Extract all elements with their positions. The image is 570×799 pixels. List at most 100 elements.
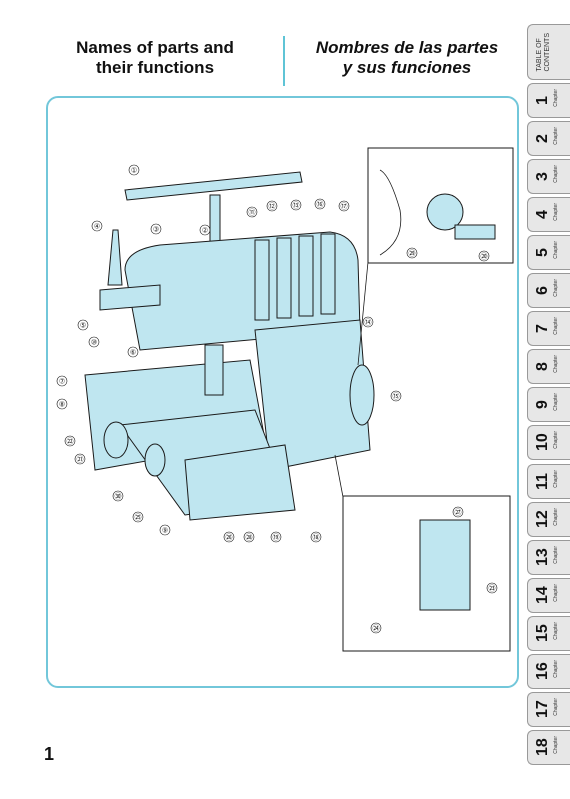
page-title-spanish: Nombres de las partes y sus funciones — [292, 38, 522, 78]
tab-table-of-contents[interactable]: TABLE OF CONTENTS — [527, 24, 570, 80]
tab-chapter-number: 16 — [534, 662, 551, 681]
callout-marker — [370, 622, 382, 634]
tab-chapter-number: 9 — [534, 400, 551, 410]
callout-marker — [362, 316, 374, 328]
title-es-line2: y sus funciones — [342, 58, 472, 77]
tension-dial-3 — [298, 235, 314, 317]
callout-label: ⑫ — [269, 203, 276, 211]
tab-chapter-number: 1 — [534, 96, 551, 105]
callout-marker — [77, 319, 89, 331]
leader-power — [357, 261, 369, 366]
tab-chapter-number: 5 — [534, 248, 551, 258]
tab-chapter-word: Chapter — [553, 507, 559, 526]
tab-chapter-number: 12 — [534, 510, 551, 528]
callout-label: ⑨ — [162, 527, 168, 535]
callout-label: ㉕ — [135, 514, 142, 522]
thread-guide-bar — [124, 171, 303, 201]
callout-label: ⑱ — [313, 534, 320, 542]
tab-toc-label: TABLE OF CONTENTS — [536, 33, 552, 72]
presser-foot-area — [204, 344, 224, 396]
callout-label: ⑥ — [130, 349, 136, 357]
callout-marker — [132, 511, 144, 523]
tab-chapter-word: Chapter — [553, 127, 559, 145]
tab-chapter-number: 6 — [534, 286, 551, 296]
callout-marker — [270, 531, 282, 543]
tab-chapter-word: Chapter — [553, 89, 559, 107]
tab-chapter-number: 11 — [534, 472, 551, 490]
callout-label: ② — [202, 227, 208, 235]
spool-pin — [107, 229, 123, 286]
callout-label: ④ — [94, 223, 100, 231]
tab-chapter-number: 13 — [534, 548, 551, 567]
callout-label: ① — [131, 167, 137, 175]
callout-marker — [88, 336, 100, 348]
title-en-line2: their functions — [95, 58, 215, 77]
callout-marker — [246, 206, 258, 218]
tab-chapter-word: Chapter — [553, 469, 559, 488]
callout-label: ⑲ — [273, 534, 280, 542]
callout-marker — [112, 490, 124, 502]
callout-label: ㉘ — [246, 534, 253, 542]
dial-left — [103, 421, 129, 459]
callout-label: ㉔ — [373, 625, 380, 633]
title-en-line1: Names of parts and — [76, 38, 234, 57]
tab-toc-line2: CONTENTS — [544, 33, 551, 72]
callout-label: ⑦ — [59, 378, 65, 386]
tab-chapter-word: Chapter — [553, 697, 559, 716]
needle-clamp-detail — [419, 519, 471, 611]
callout-marker — [199, 224, 211, 236]
tension-dial-4 — [320, 233, 336, 315]
callout-label: ⑰ — [341, 203, 348, 211]
callout-marker — [64, 435, 76, 447]
callout-marker — [159, 524, 171, 536]
right-body — [254, 319, 371, 471]
callout-label: ⑮ — [393, 393, 400, 401]
tab-chapter-word: Chapter — [553, 735, 559, 754]
tab-chapter-number: 4 — [534, 210, 551, 220]
callout-marker — [290, 199, 302, 211]
callout-label: ⑩ — [91, 339, 97, 347]
callout-label: ⑬ — [293, 202, 300, 210]
power-dial-detail — [426, 193, 464, 231]
callout-marker — [150, 223, 162, 235]
page-number: 1 — [44, 744, 55, 764]
handwheel — [349, 364, 375, 426]
callout-marker — [74, 453, 86, 465]
switch-panel-detail — [454, 224, 496, 240]
callout-marker — [56, 398, 68, 410]
power-panel-outline — [379, 169, 402, 256]
tab-toc-line1: TABLE OF — [536, 38, 543, 72]
callout-marker — [266, 200, 278, 212]
tab-chapter-word: Chapter — [553, 355, 559, 374]
callout-marker — [128, 164, 140, 176]
tab-chapter-number: 17 — [534, 700, 551, 719]
tab-chapter-number: 14 — [534, 586, 551, 605]
callout-marker — [243, 531, 255, 543]
callout-marker — [56, 375, 68, 387]
tension-dial-2 — [276, 237, 292, 319]
spool-base — [99, 284, 161, 311]
callout-label: ㉑ — [77, 456, 84, 464]
callout-marker — [314, 198, 326, 210]
